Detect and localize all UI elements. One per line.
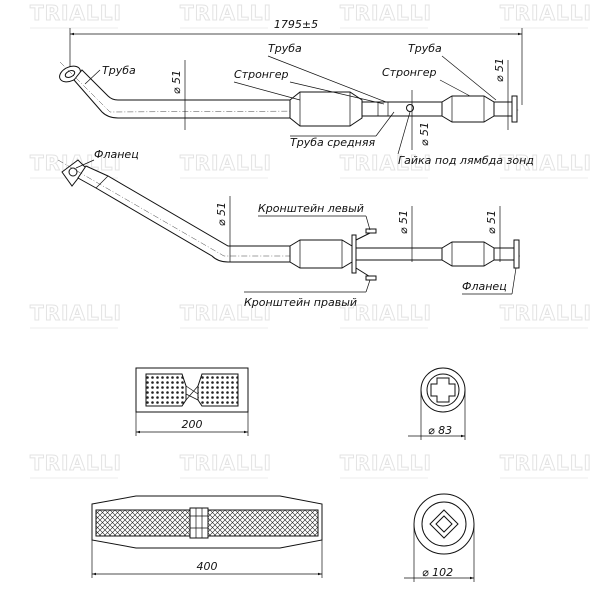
label-pipe-1: Труба	[102, 64, 136, 77]
label-pipe-2: Труба	[268, 42, 302, 55]
watermark-text: TRIALLI	[500, 301, 592, 325]
stronger-large-diameter-dim: ⌀ 102	[422, 566, 453, 579]
watermark-text: TRIALLI	[340, 301, 432, 325]
pipe-diameter-dim-1: ⌀ 51	[170, 70, 183, 94]
top-view: 1795±5 ⌀ 51 ⌀ 51 ⌀ 51 Труба Труба	[59, 18, 534, 167]
watermark-text: TRIALLI	[500, 1, 592, 25]
stronger-small-length-dim: 200	[182, 418, 203, 431]
pipe-diameter-dim-6: ⌀ 51	[485, 210, 498, 234]
watermark-text: TRIALLI	[340, 451, 432, 475]
watermark-text: TRIALLI	[30, 301, 122, 325]
watermark-text: TRIALLI	[500, 151, 592, 175]
watermark-group: TRIALLI TRIALLI TRIALLI TRIALLI TRIALLI TRIAL…	[30, 1, 592, 479]
stronger-large-view: 400	[91, 495, 323, 578]
watermark-text: TRIALLI	[500, 451, 592, 475]
watermark-text: TRIALLI	[180, 1, 272, 25]
label-flange-1: Фланец	[94, 148, 139, 161]
pipe-diameter-dim-4: ⌀ 51	[215, 202, 228, 226]
pipe-diameter-dim-5: ⌀ 51	[397, 210, 410, 234]
label-stronger-1: Стронгер	[234, 68, 289, 81]
watermark-text: TRIALLI	[180, 151, 272, 175]
watermark-text: TRIALLI	[340, 1, 432, 25]
stronger-small-section: ⌀ 83	[408, 367, 466, 440]
overall-length-dim: 1795±5	[274, 18, 318, 31]
side-view: ⌀ 51 ⌀ 51 ⌀ 51 Фланец Кронштейн левый Кр…	[57, 148, 520, 309]
stronger-small-view: 200	[135, 367, 249, 436]
pipe-diameter-dim-3: ⌀ 51	[493, 58, 506, 82]
label-pipe-3: Труба	[408, 42, 442, 55]
label-middle-pipe: Труба средняя	[290, 136, 375, 149]
label-flange-2: Фланец	[462, 280, 507, 293]
label-bracket-left: Кронштейн левый	[258, 202, 364, 215]
lambda-nut-icon	[406, 104, 414, 112]
label-bracket-right: Кронштейн правый	[244, 296, 357, 309]
watermark-text: TRIALLI	[30, 451, 122, 475]
label-stronger-2: Стронгер	[382, 66, 437, 79]
watermark-text: TRIALLI	[180, 451, 272, 475]
watermark-text: TRIALLI	[340, 151, 432, 175]
stronger-large-length-dim: 400	[197, 560, 218, 573]
stronger-small-diameter-dim: ⌀ 83	[428, 424, 452, 437]
watermark-text: TRIALLI	[180, 301, 272, 325]
stronger-large-section: ⌀ 102	[404, 493, 475, 582]
watermark-text: TRIALLI	[30, 1, 122, 25]
pipe-diameter-dim-2: ⌀ 51	[418, 122, 431, 146]
label-lambda-nut: Гайка под лямбда зонд	[398, 154, 534, 167]
